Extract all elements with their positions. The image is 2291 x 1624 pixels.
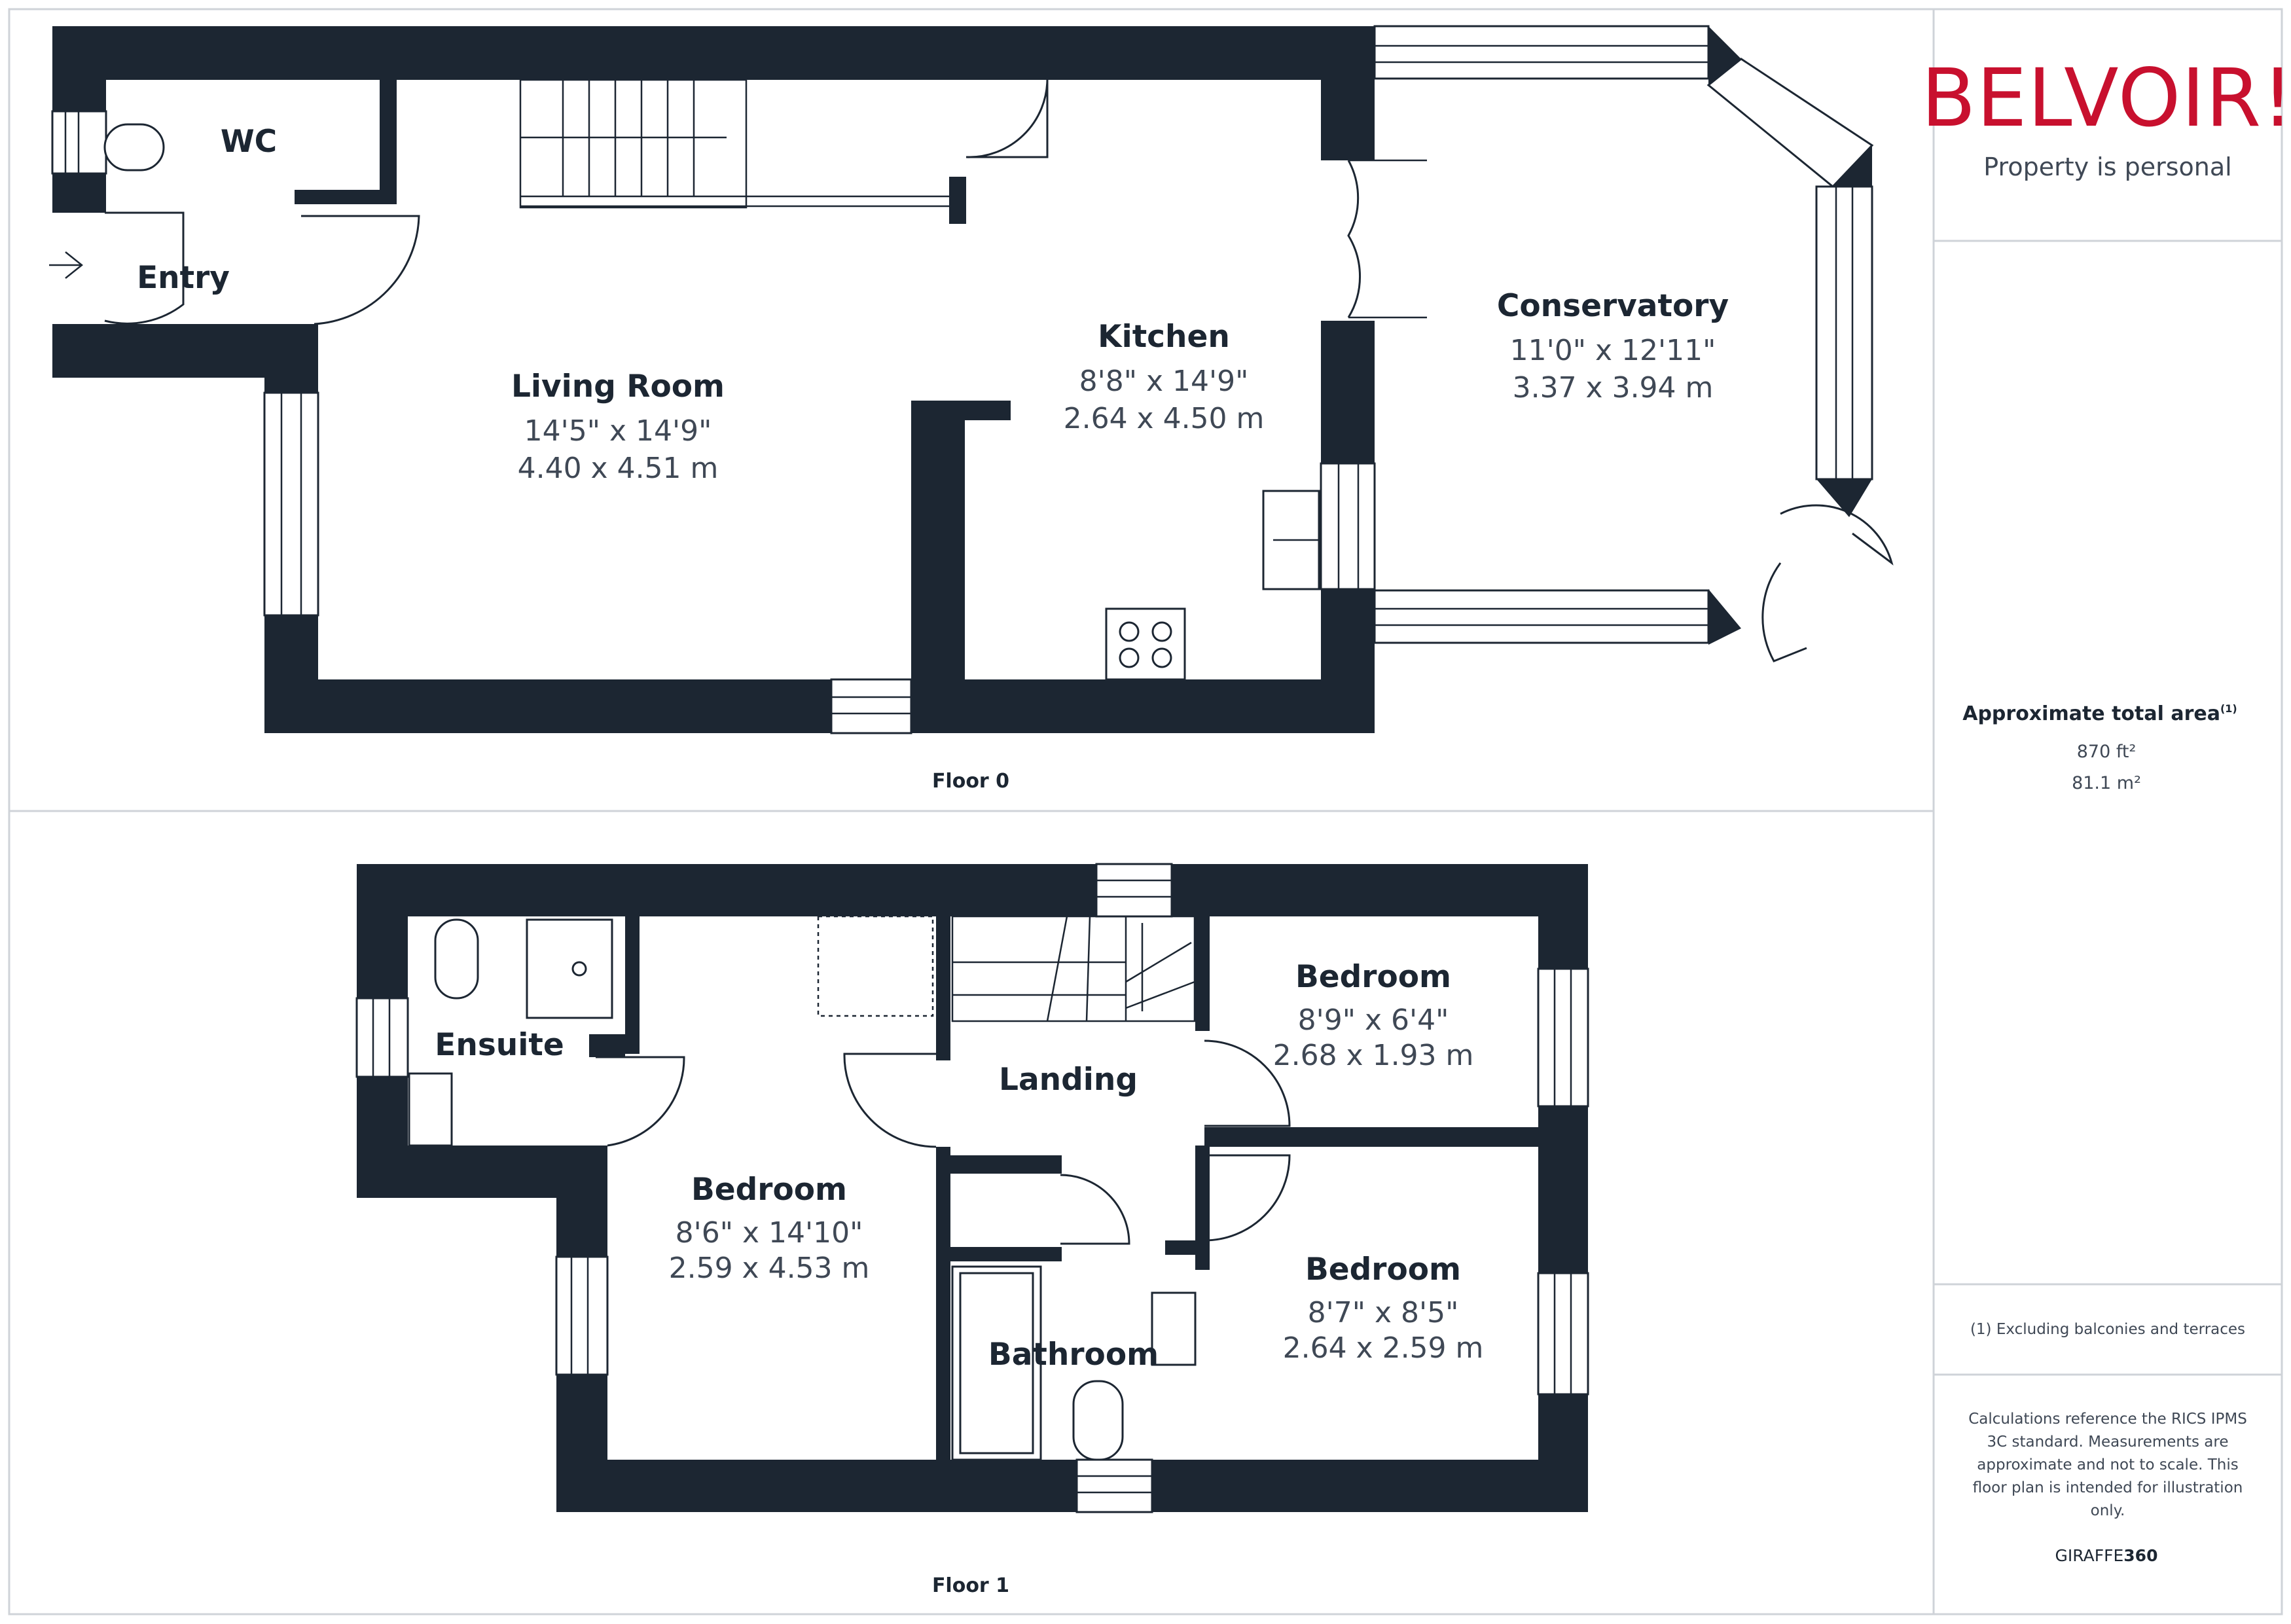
door-bedroom-3: [1204, 1154, 1291, 1242]
window-ensuite: [355, 997, 409, 1078]
disclaimer-line: Calculations reference the RICS IPMS: [1968, 1411, 2247, 1428]
room-dim-imperial: 14'5" x 14'9": [524, 414, 712, 448]
area-title-text: Approximate total area: [1962, 702, 2220, 725]
floor-label: Floor 1: [932, 1574, 1009, 1597]
window-bedroom-small: [1537, 967, 1589, 1108]
ensuite-toilet: [434, 918, 479, 1000]
room-dim-imperial: 8'6" x 14'10": [676, 1216, 863, 1250]
footer-brand-b: 360: [2123, 1546, 2157, 1565]
disclaimer-line: 3C standard. Measurements are: [1987, 1434, 2228, 1451]
window-conservatory-bottom: [1373, 589, 1710, 644]
floor-0-plan: [49, 25, 1894, 734]
room-dim-imperial: 8'9" x 6'4": [1298, 1003, 1449, 1037]
loft-hatch: [817, 915, 934, 1017]
room-labels: WC Entry Living Room 14'5" x 14'9" 4.40 …: [137, 124, 1729, 1597]
disclaimer-line: floor plan is intended for illustration: [1973, 1479, 2243, 1496]
door-ensuite: [596, 1056, 685, 1147]
room-dim-metric: 2.64 x 4.50 m: [1064, 402, 1265, 435]
ensuite-shower: [526, 918, 613, 1019]
footer-brand-a: GIRAFFE: [2055, 1546, 2124, 1565]
door-bathroom: [1060, 1174, 1130, 1245]
room-dim-imperial: 8'7" x 8'5": [1308, 1296, 1459, 1329]
window-landing: [1095, 863, 1173, 918]
floor-0-doors: [104, 78, 1894, 662]
window-conservatory-top: [1373, 25, 1710, 80]
room-dim-imperial: 11'0" x 12'11": [1510, 334, 1716, 367]
kitchen-hob: [1105, 607, 1186, 681]
room-dim-imperial: 8'8" x 14'9": [1079, 365, 1249, 398]
area-title: Approximate total area(1): [1962, 702, 2237, 725]
window-living-rear: [830, 678, 912, 734]
door-kitchen: [965, 78, 1049, 158]
floor-0-stairs: [519, 79, 956, 209]
brand-tagline: Property is personal: [1983, 153, 2231, 181]
room-name-landing: Landing: [999, 1062, 1138, 1098]
floor-0-fixtures: [49, 123, 1320, 681]
room-name-living-room: Living Room: [511, 369, 725, 405]
window-kitchen: [1320, 462, 1376, 590]
room-name-bedroom: Bedroom: [1295, 959, 1451, 995]
room-dim-metric: 2.68 x 1.93 m: [1273, 1039, 1474, 1072]
bathroom-basin: [1151, 1291, 1197, 1366]
area-sqm: 81.1 m²: [2072, 773, 2141, 793]
area-sqft: 870 ft²: [2077, 742, 2137, 762]
window-bathroom: [1075, 1458, 1153, 1513]
floor-1-doors: [596, 1039, 1291, 1245]
floor-0-walls: [52, 26, 1872, 733]
floor-label: Floor 0: [932, 770, 1009, 793]
room-dim-metric: 3.37 x 3.94 m: [1513, 371, 1714, 405]
floor-1-walls: [357, 864, 1588, 1512]
room-name-ensuite: Ensuite: [435, 1027, 564, 1063]
wc-toilet: [103, 123, 165, 171]
window-living-room: [263, 391, 319, 617]
brand-logo: BELVOIR!: [1921, 52, 2291, 145]
room-dim-metric: 2.64 x 2.59 m: [1283, 1331, 1484, 1365]
window-bedroom-main: [555, 1255, 609, 1376]
door-conservatory: [1347, 160, 1361, 318]
room-name-bedroom: Bedroom: [691, 1172, 847, 1208]
brand-panel: BELVOIR! Property is personal: [1921, 52, 2291, 181]
room-name-bedroom: Bedroom: [1305, 1252, 1461, 1288]
area-footnote: (1) Excluding balconies and terraces: [1970, 1321, 2245, 1338]
door-conservatory-exit-b: [1761, 562, 1807, 662]
door-entry: [301, 215, 420, 325]
door-wc: [104, 211, 185, 325]
floor-1-stairs: [817, 915, 1196, 1022]
room-name-wc: WC: [221, 124, 277, 160]
window-conservatory-angle-top: [1706, 58, 1874, 189]
floor-1-plan: [355, 863, 1589, 1513]
floor-1-fixtures: [408, 918, 1197, 1461]
footer-brand: GIRAFFE360: [2055, 1546, 2158, 1565]
room-dim-metric: 2.59 x 4.53 m: [669, 1252, 870, 1285]
bathroom-toilet: [1072, 1380, 1124, 1461]
ensuite-basin: [408, 1072, 453, 1147]
room-dim-metric: 4.40 x 4.51 m: [518, 452, 719, 485]
room-name-bathroom: Bathroom: [988, 1337, 1159, 1373]
door-conservatory-exit-a: [1780, 504, 1894, 566]
floor-0-windows: [51, 25, 1874, 734]
room-name-entry: Entry: [137, 260, 230, 296]
area-panel: Approximate total area(1) 870 ft² 81.1 m…: [1962, 702, 2247, 1565]
sheet-frame: [8, 8, 2283, 1615]
door-bedroom-main: [843, 1053, 937, 1148]
area-title-sup: (1): [2220, 702, 2237, 715]
room-name-conservatory: Conservatory: [1497, 288, 1729, 324]
window-conservatory-side: [1815, 185, 1873, 480]
disclaimer-line: approximate and not to scale. This: [1977, 1456, 2238, 1473]
room-name-kitchen: Kitchen: [1098, 319, 1230, 355]
disclaimer-line: only.: [2091, 1502, 2125, 1519]
floor-1-windows: [355, 863, 1589, 1513]
window-bedroom-3: [1537, 1272, 1589, 1396]
door-bedroom-small: [1204, 1039, 1291, 1127]
